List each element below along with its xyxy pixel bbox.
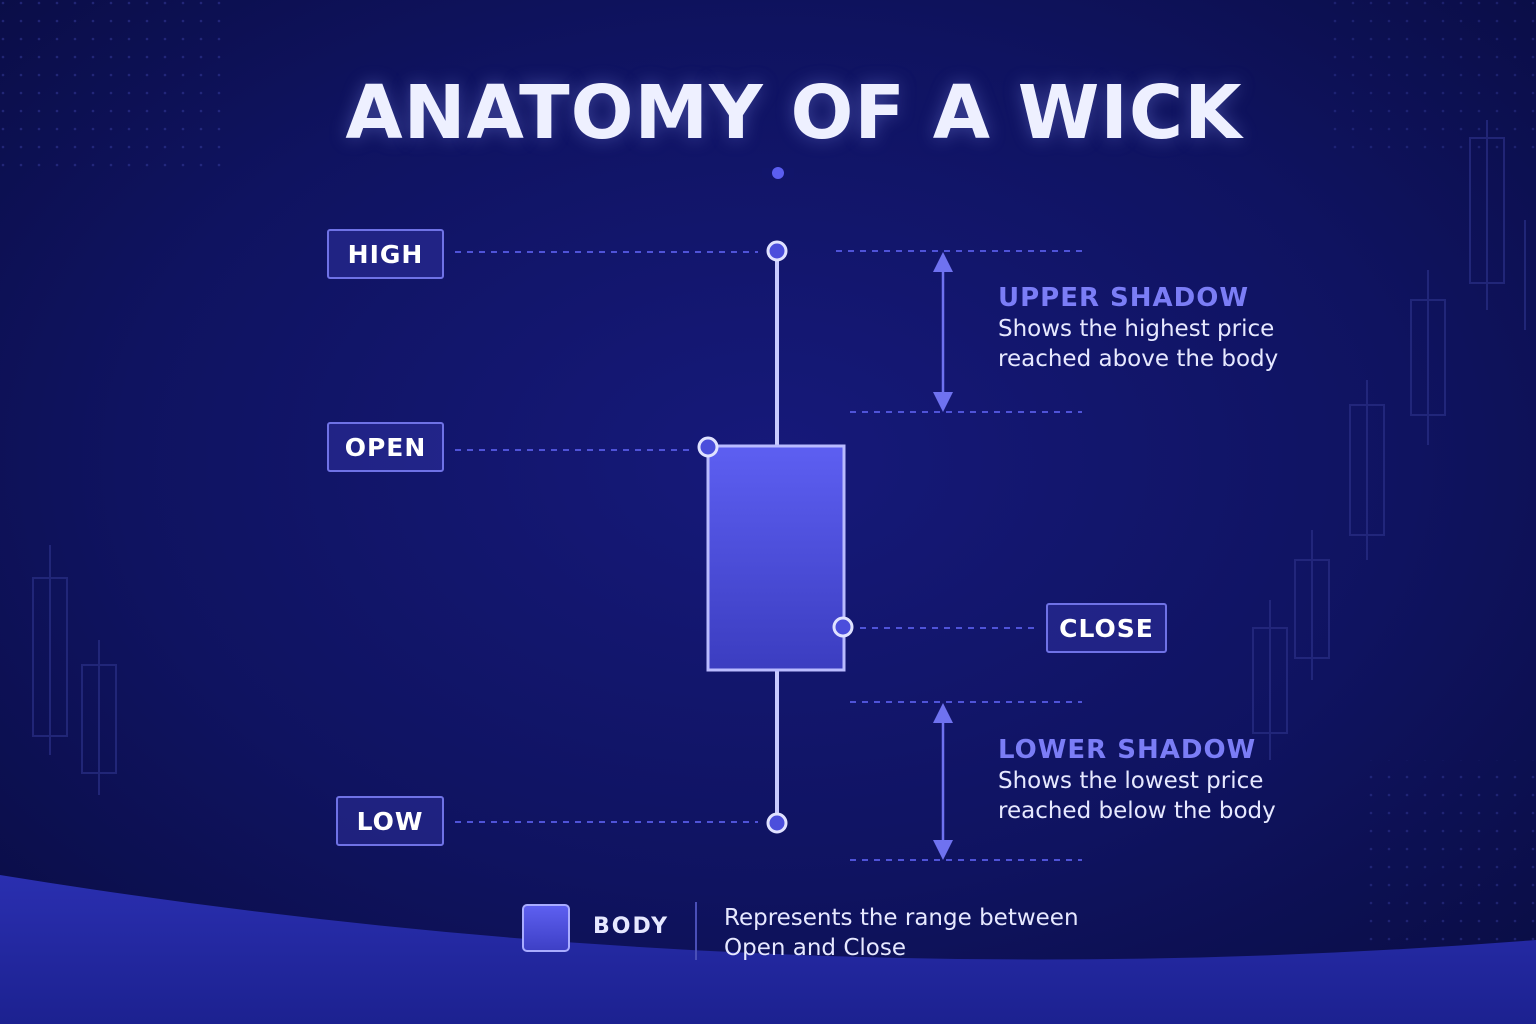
open-point-marker xyxy=(697,436,719,458)
title-rule-dot xyxy=(772,167,784,179)
dot-pattern-top-right xyxy=(1330,0,1536,150)
upper-shadow-description: Shows the highest price reached above th… xyxy=(998,316,1279,372)
low-point-marker xyxy=(766,812,788,834)
high-label: HIGH xyxy=(327,229,444,279)
candle-body xyxy=(706,444,846,672)
lower-shadow-title: LOWER SHADOW xyxy=(998,735,1257,765)
body-legend-label: BODY xyxy=(593,914,670,939)
lower-shadow-annotation: LOWER SHADOW Shows the lowest price reac… xyxy=(998,734,1298,826)
dot-pattern-top-left xyxy=(0,0,230,170)
body-legend-swatch xyxy=(522,904,570,952)
lower-shadow-description: Shows the lowest price reached below the… xyxy=(998,768,1276,824)
upper-shadow-title: UPPER SHADOW xyxy=(998,283,1250,313)
bottom-arc xyxy=(0,875,1536,1024)
dot-pattern-bottom-right xyxy=(1360,760,1536,960)
page-title: ANATOMY OF A WICK xyxy=(345,70,1243,156)
open-label: OPEN xyxy=(327,422,444,472)
close-label: CLOSE xyxy=(1046,603,1167,653)
legend-divider xyxy=(695,902,697,960)
low-label: LOW xyxy=(336,796,444,846)
background-candles xyxy=(32,120,1526,795)
close-point-marker xyxy=(832,616,854,638)
upper-shadow-annotation: UPPER SHADOW Shows the highest price rea… xyxy=(998,282,1298,374)
body-legend-description: Represents the range between Open and Cl… xyxy=(724,905,1079,961)
high-point-marker xyxy=(766,240,788,262)
